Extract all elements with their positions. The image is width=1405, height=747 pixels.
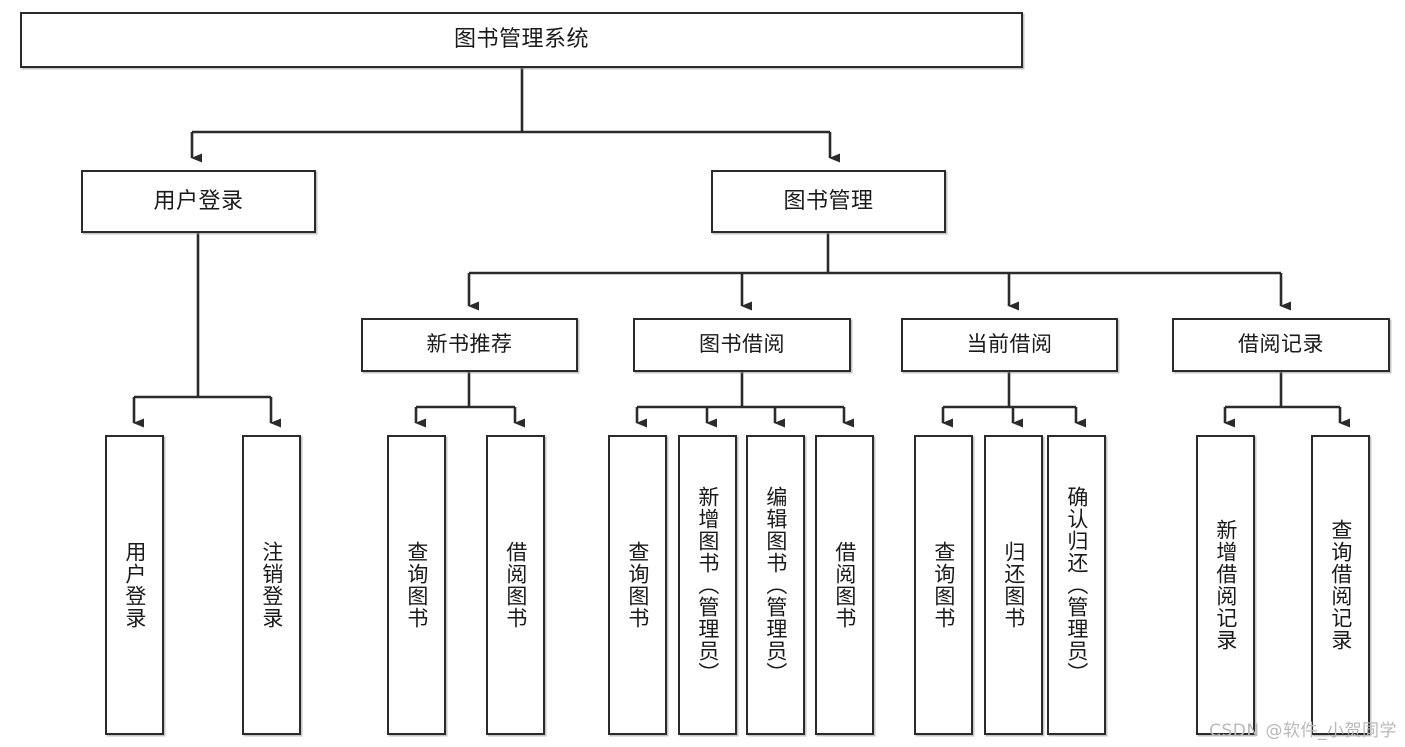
node-leaf-borrow-book-1-label: 借阅图书 <box>503 541 528 629</box>
node-leaf-query-book-3-label: 查询图书 <box>931 541 956 629</box>
node-leaf-confirm-return-admin[interactable]: 确认归还（管理员） <box>1047 435 1106 735</box>
node-borrow-record[interactable]: 借阅记录 <box>1172 318 1390 372</box>
node-leaf-query-borrow-record[interactable]: 查询借阅记录 <box>1311 435 1370 735</box>
node-leaf-add-borrow-record-label: 新增借阅记录 <box>1213 519 1238 651</box>
node-leaf-edit-book-admin-label: 编辑图书（管理员） <box>763 486 788 684</box>
node-leaf-query-book-2-label: 查询图书 <box>625 541 650 629</box>
node-leaf-add-book-admin[interactable]: 新增图书（管理员） <box>678 435 737 735</box>
node-book-borrow[interactable]: 图书借阅 <box>633 318 851 372</box>
node-borrow-record-label: 借阅记录 <box>1238 332 1324 357</box>
node-leaf-borrow-book-2[interactable]: 借阅图书 <box>815 435 874 735</box>
node-leaf-edit-book-admin[interactable]: 编辑图书（管理员） <box>746 435 805 735</box>
node-leaf-borrow-book-2-label: 借阅图书 <box>832 541 857 629</box>
node-book-manage[interactable]: 图书管理 <box>711 170 946 233</box>
node-leaf-logout-label: 注销登录 <box>259 541 284 629</box>
node-book-borrow-label: 图书借阅 <box>699 332 785 357</box>
node-leaf-add-book-admin-label: 新增图书（管理员） <box>695 486 720 684</box>
node-new-book-recommend[interactable]: 新书推荐 <box>361 318 578 372</box>
node-leaf-logout[interactable]: 注销登录 <box>242 435 301 735</box>
node-leaf-add-borrow-record[interactable]: 新增借阅记录 <box>1196 435 1255 735</box>
node-leaf-borrow-book-1[interactable]: 借阅图书 <box>486 435 545 735</box>
node-leaf-query-book-3[interactable]: 查询图书 <box>914 435 973 735</box>
node-root[interactable]: 图书管理系统 <box>20 12 1023 68</box>
node-current-borrow-label: 当前借阅 <box>966 332 1053 357</box>
node-leaf-confirm-return-admin-label: 确认归还（管理员） <box>1064 486 1089 684</box>
node-user-login-label: 用户登录 <box>153 188 244 214</box>
node-leaf-user-login-label: 用户登录 <box>122 541 147 629</box>
node-current-borrow[interactable]: 当前借阅 <box>901 318 1118 372</box>
node-leaf-query-book-1-label: 查询图书 <box>404 541 429 629</box>
node-new-book-recommend-label: 新书推荐 <box>426 332 513 357</box>
csdn-watermark: CSDN @软件_小贺同学 <box>1209 721 1397 741</box>
node-root-label: 图书管理系统 <box>453 27 589 53</box>
node-leaf-user-login[interactable]: 用户登录 <box>105 435 164 735</box>
node-book-manage-label: 图书管理 <box>783 188 874 214</box>
node-leaf-query-book-2[interactable]: 查询图书 <box>608 435 667 735</box>
node-leaf-return-book-label: 归还图书 <box>1001 541 1026 629</box>
node-leaf-query-book-1[interactable]: 查询图书 <box>387 435 446 735</box>
node-user-login[interactable]: 用户登录 <box>81 170 316 233</box>
node-leaf-query-borrow-record-label: 查询借阅记录 <box>1328 519 1353 651</box>
node-leaf-return-book[interactable]: 归还图书 <box>984 435 1043 735</box>
